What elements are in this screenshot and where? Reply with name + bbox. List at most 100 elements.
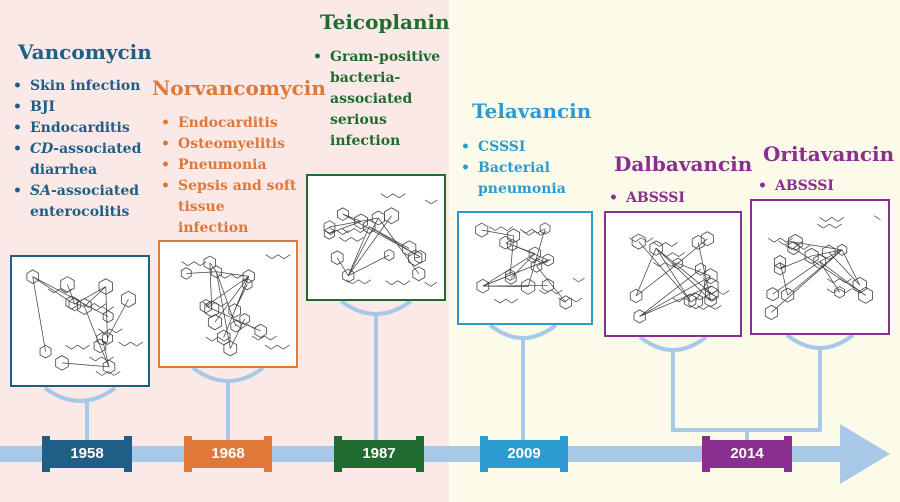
year-badge-1987: 1987 — [342, 440, 416, 468]
molecule-bond — [277, 344, 284, 350]
molecule-bond — [784, 240, 792, 246]
molecule-bond — [833, 278, 840, 284]
molecule-bond — [352, 279, 359, 285]
molecule-bond — [831, 217, 839, 222]
molecule-bond — [205, 336, 213, 342]
molecule-ring — [412, 266, 426, 282]
molecule-bond — [107, 299, 129, 339]
molecule-bond — [845, 278, 852, 284]
molecule-bond — [796, 240, 804, 246]
indication-item: Pneumonia — [158, 155, 298, 176]
molecule-bond — [659, 242, 666, 247]
molecule-bond — [344, 237, 352, 242]
molecule-bond — [32, 276, 72, 303]
molecule-bond — [347, 226, 370, 276]
molecule-ring — [239, 313, 250, 325]
molecule-bond — [678, 252, 685, 257]
molecule-ring — [631, 233, 646, 250]
indication-list-norvancomycin: EndocarditisOsteomyelitisPneumoniaSepsis… — [158, 113, 298, 239]
molecule-bond — [107, 371, 115, 376]
molecule-bond — [838, 288, 846, 294]
indication-organism: CD — [30, 141, 54, 157]
molecule-ring — [688, 292, 703, 310]
molecule-bond — [61, 362, 110, 368]
molecule-ring — [55, 355, 69, 371]
molecule-bond — [82, 303, 89, 308]
molecule-bond — [550, 289, 557, 295]
molecule-bond — [95, 356, 102, 362]
molecule-bond — [94, 303, 101, 308]
indication-list-telavancin: CSSSIBacterial pneumonia — [458, 137, 588, 200]
molecule-ring — [633, 309, 646, 324]
molecule-bond — [209, 262, 213, 309]
molecule-bond — [536, 265, 567, 303]
indication-list-teicoplanin: Gram-positive bacteria-associated seriou… — [310, 47, 445, 152]
molecule-dalbavancin — [628, 231, 730, 324]
year-badge-cap-right — [784, 436, 792, 472]
molecule-bond — [208, 302, 216, 307]
connector-arc-teicoplanin — [339, 299, 413, 316]
molecule-bond — [536, 259, 549, 267]
year-badge-cap-right — [264, 436, 272, 472]
molecule-bond — [506, 226, 514, 231]
molecule-bond — [665, 262, 672, 267]
indication-text: BJI — [30, 99, 56, 115]
molecule-bond — [819, 217, 826, 222]
molecule-bond — [32, 276, 109, 317]
molecule-bond — [347, 217, 379, 276]
molecule-bond — [774, 237, 781, 243]
connector-arc-telavancin — [488, 323, 558, 340]
molecule-bond — [823, 223, 830, 229]
molecule-bond — [103, 328, 111, 334]
molecule-bond — [218, 273, 226, 279]
molecule-bond — [709, 305, 716, 310]
molecule-bond — [678, 297, 685, 303]
molecule-bond — [564, 297, 571, 303]
molecule-bond — [360, 228, 367, 233]
molecule-bond — [819, 261, 866, 296]
molecule-bond — [342, 230, 350, 235]
indication-text: ABSSSI — [775, 178, 834, 194]
molecule-bond — [223, 336, 231, 342]
molecule-bond — [224, 273, 232, 279]
molecule-bond — [415, 256, 421, 259]
molecule-bond — [53, 288, 61, 294]
indication-item: Bacterial pneumonia — [458, 158, 588, 200]
molecule-bond — [767, 237, 775, 243]
molecule-bond — [826, 278, 834, 284]
year-badge-cap-left — [184, 436, 192, 472]
molecule-bond — [84, 286, 107, 307]
molecule-bond — [283, 254, 291, 260]
molecule-bond — [186, 271, 217, 274]
molecule-bond — [538, 258, 546, 264]
molecule-ring — [337, 207, 349, 221]
molecule-bond — [364, 279, 372, 285]
molecule-bond — [710, 290, 718, 295]
molecule-bond — [392, 193, 400, 199]
molecule-bond — [113, 371, 121, 376]
molecule-bond — [258, 335, 265, 341]
molecule-bond — [780, 237, 787, 243]
indication-item: ABSSSI — [606, 188, 736, 209]
indication-text: Gram-positive bacteria-associated seriou… — [330, 49, 441, 149]
molecule-bond — [424, 281, 432, 287]
molecule-bond — [537, 228, 544, 234]
molecule-telavancin — [475, 222, 585, 310]
year-badge-cap-right — [416, 436, 424, 472]
molecule-bond — [803, 244, 811, 250]
molecule-bond — [101, 371, 109, 376]
molecule-bond — [397, 280, 405, 286]
molecule-bond — [216, 271, 249, 277]
molecule-bond — [118, 341, 125, 347]
year-badge-cap-left — [702, 436, 710, 472]
molecule-bond — [482, 253, 536, 287]
molecule-ring — [542, 253, 554, 267]
molecule-bond — [181, 261, 189, 267]
indication-list-dalbavancin: ABSSSI — [606, 188, 736, 209]
indication-text: Osteomyelitis — [178, 136, 285, 152]
molecule-norvancomycin — [180, 254, 291, 357]
indication-item: SA-associated enterocolitis — [10, 181, 160, 223]
molecule-bond — [130, 341, 137, 347]
structure-box-norvancomycin — [158, 240, 298, 368]
molecule-bond — [47, 288, 55, 294]
